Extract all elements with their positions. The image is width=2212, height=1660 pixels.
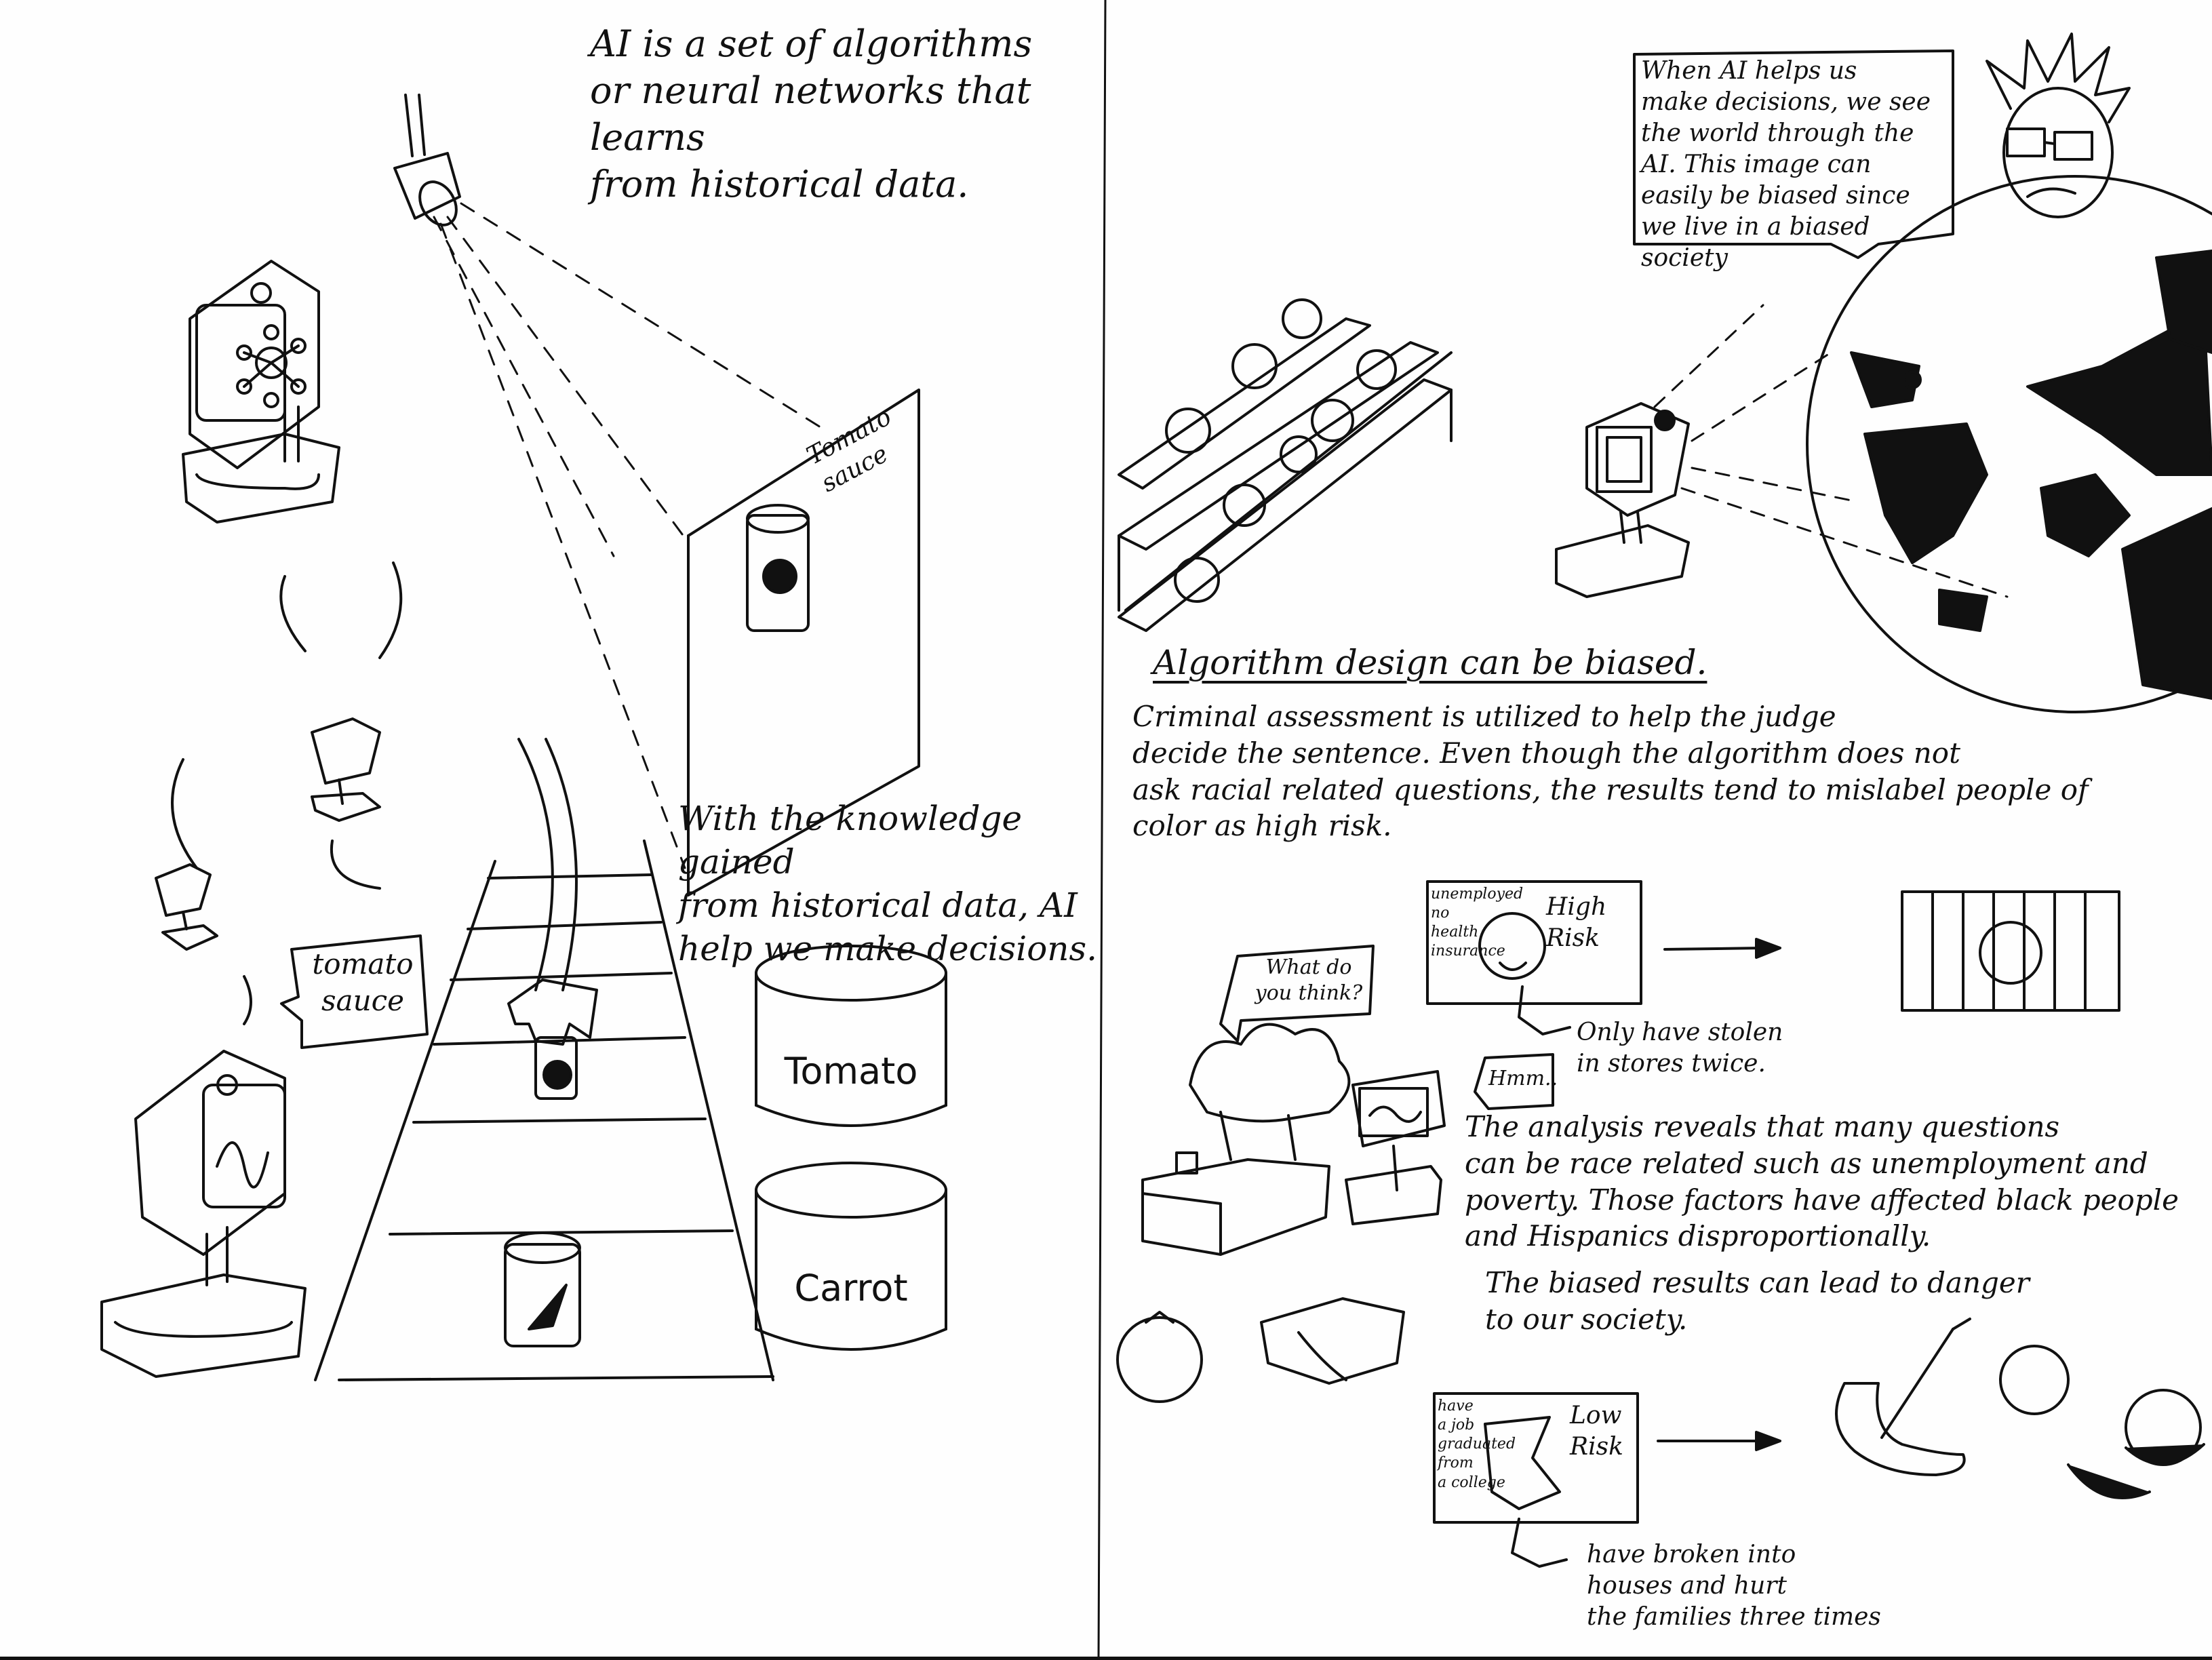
robot-arm: [519, 739, 576, 990]
projection-beam: [434, 203, 821, 868]
speech-bubble: [1634, 51, 1953, 258]
projection-screen: [688, 390, 919, 895]
tomato-can-icon: [747, 505, 808, 631]
high-risk-card: [1427, 882, 1641, 1034]
character-shelves: [1119, 300, 1451, 631]
decision-text: With the knowledge gained from historica…: [678, 799, 1098, 968]
speech-bubble: [1221, 946, 1373, 1041]
low-risk-card: [1434, 1394, 1638, 1566]
page-fold: [1099, 0, 1105, 1660]
spotlight-icon: [395, 95, 464, 231]
intro-text: AI is a set of algorithms or neural netw…: [590, 22, 1033, 206]
ai-monitor-icon: [102, 1051, 305, 1377]
high-risk-label: High Risk: [1546, 893, 1607, 953]
ai-character-icon: [1987, 34, 2129, 217]
harm-scene-icon: [1836, 1319, 2204, 1498]
arrow-icon: [1658, 1432, 1780, 1450]
tomato-character-icon: [1118, 1312, 1202, 1402]
motion-arc: [281, 576, 305, 651]
stolen-note: Only have stolen in stores twice.: [1577, 1019, 1783, 1078]
globe-icon: [1807, 176, 2212, 712]
judge-bubble-text: What do you think?: [1255, 955, 1363, 1006]
machine-bubble-text: Hmm..: [1488, 1067, 1558, 1090]
high-card-notes: unemployed no health insurance: [1431, 886, 1524, 960]
speech-label: tomato sauce: [312, 947, 414, 1017]
motion-arc: [244, 976, 251, 1024]
section-title: Algorithm design can be biased.: [1153, 643, 1707, 682]
broken-note: have broken into houses and hurt the fam…: [1587, 1541, 1881, 1632]
speech-bubble: [1475, 1054, 1553, 1109]
camera-machine-icon: [1556, 403, 1688, 597]
criminal-text: Criminal assessment is utilized to help …: [1132, 700, 2089, 843]
conveyor-track: [315, 841, 773, 1380]
ai-monitor-icon: [183, 261, 339, 522]
tomato-bin: [756, 946, 946, 1126]
vision-lines: [1655, 305, 2007, 597]
judge-desk: [1143, 1153, 1329, 1254]
small-camera-icon: [156, 865, 217, 949]
carrot-bin: [756, 1163, 946, 1349]
sentencing-machine-icon: [1346, 1071, 1444, 1224]
bin-label-tomato: Tomato: [784, 1050, 918, 1092]
motion-arc: [332, 841, 380, 888]
low-risk-label: Low Risk: [1570, 1402, 1623, 1461]
motion-arc: [380, 563, 401, 658]
bin-label-carrot: Carrot: [794, 1267, 908, 1309]
judge-broccoli-icon: [1190, 1025, 1349, 1160]
analysis-text: The analysis reveals that many questions…: [1465, 1110, 2179, 1253]
broken-box-icon: [1261, 1299, 1404, 1383]
speech-bubble: [281, 936, 427, 1048]
motion-arc: [172, 759, 197, 868]
carrot-can-icon: [505, 1233, 580, 1346]
claw-icon: [509, 980, 597, 1044]
sorting-machine-icon: [312, 719, 380, 821]
danger-text: The biased results can lead to danger to…: [1485, 1266, 2030, 1336]
arrow-icon: [1665, 939, 1780, 957]
ai-bubble-text: When AI helps us make decisions, we see …: [1641, 57, 1931, 273]
low-card-notes: have a job graduated from a college: [1438, 1398, 1516, 1491]
jail-icon: [1902, 892, 2119, 1010]
tomato-can-icon: [536, 1038, 576, 1099]
